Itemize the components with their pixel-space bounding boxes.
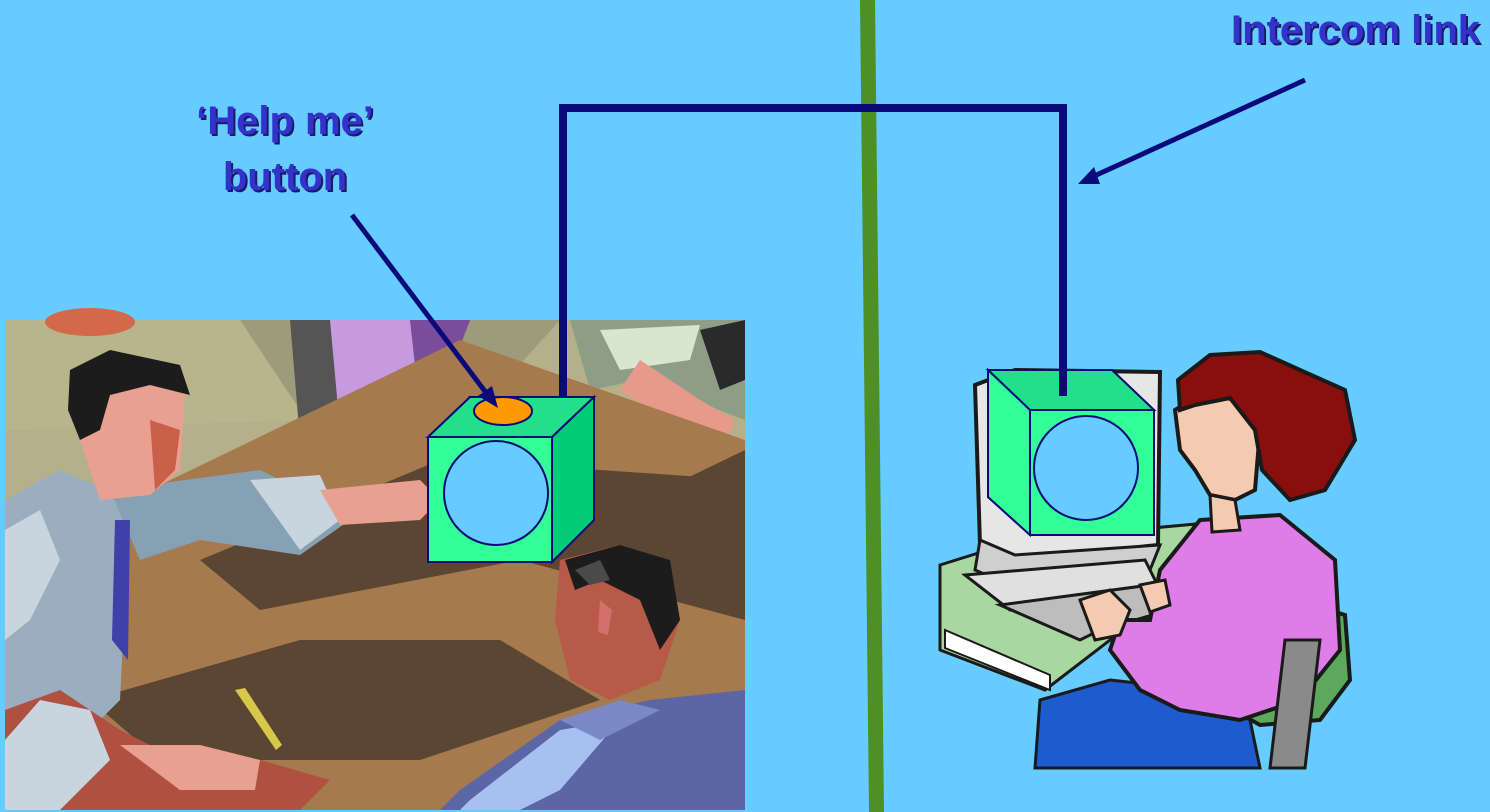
help-me-button[interactable] — [474, 397, 532, 425]
intercom-cube-right — [988, 370, 1154, 535]
meeting-clipart — [5, 308, 745, 810]
intercom-pointer-arrow — [1092, 80, 1305, 177]
help-button-label: ‘Help me’ button — [175, 93, 395, 205]
speaker-screen — [1034, 416, 1138, 520]
intercom-cube-left — [428, 397, 594, 562]
intercom-link-label: Intercom link — [1150, 2, 1480, 58]
help-button-label-line2: button — [175, 149, 395, 205]
help-button-label-line1: ‘Help me’ — [175, 93, 395, 149]
divider-line — [860, 0, 884, 812]
speaker-screen — [444, 441, 548, 545]
intercom-pointer-arrowhead — [1078, 167, 1100, 184]
